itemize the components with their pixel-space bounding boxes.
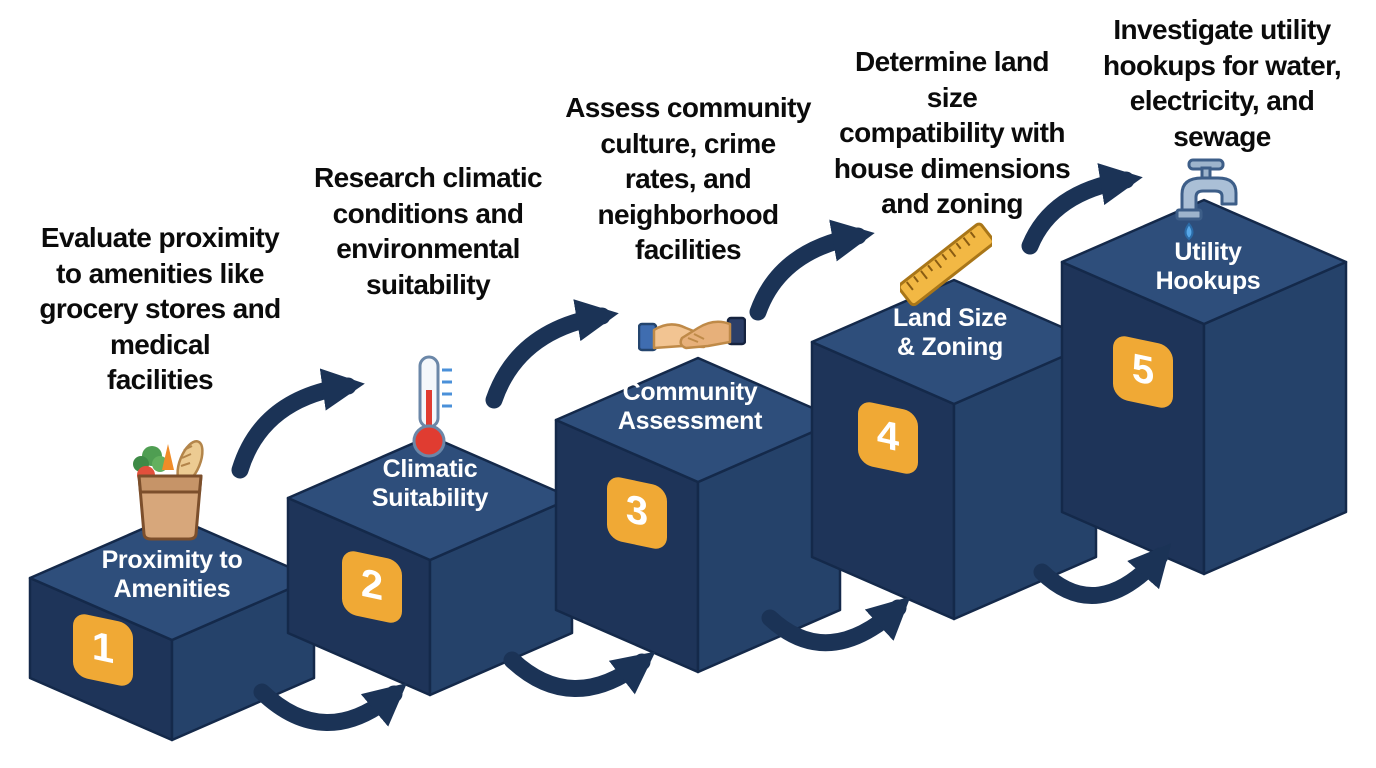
step-5-block-top-face [1060, 198, 1348, 326]
arrow-upper-3-4 [749, 219, 875, 321]
right-hand [679, 320, 732, 350]
step-3-number-badge: 3 [607, 474, 667, 552]
step-4-number-badge: 4 [858, 399, 918, 477]
step-5-description: Investigate utility hookups for water, e… [1102, 14, 1342, 152]
arrow-upper-2-3 [485, 299, 619, 409]
faucet-body [1180, 176, 1238, 214]
mercury-bulb [412, 424, 446, 458]
water-drop [1184, 222, 1194, 241]
ruler-ticks [905, 231, 976, 291]
step-5-number-badge: 5 [1113, 333, 1173, 411]
ruler-body [897, 222, 995, 307]
arrow-lower-3-4 [761, 596, 911, 652]
handshake-icon [637, 302, 747, 371]
faucet-spout [1175, 208, 1203, 221]
mercury-column [426, 390, 432, 426]
step-1-description: Evaluate proximity to amenities like gro… [39, 222, 281, 396]
ruler-icon [897, 220, 995, 313]
arrow-upper-4-5 [1021, 163, 1143, 255]
arrow-upper-1-2 [231, 368, 365, 479]
fingers [687, 333, 705, 343]
arrow-lower-1-2 [253, 683, 408, 731]
step-3-description: Assess community culture, crime rates, a… [565, 92, 811, 266]
step-1-block [28, 514, 316, 742]
step-2-description: Research climatic conditions and environ… [314, 162, 543, 300]
bag-fold [137, 474, 203, 494]
step-1-title: Proximity to Amenities [101, 546, 243, 603]
arrow-lower-2-3 [503, 651, 656, 697]
baguette-scores [180, 445, 193, 467]
faucet-icon [1162, 158, 1250, 247]
step-4-block [810, 278, 1098, 621]
arrow-lower-4-5 [1033, 543, 1172, 604]
step-4-title: Land Size & Zoning [893, 304, 1007, 361]
carrot [162, 444, 174, 470]
step-5-title: Utility Hookups [1155, 238, 1261, 295]
step-2-number-badge: 2 [342, 548, 402, 626]
step-3-title: Community Assessment [617, 378, 763, 435]
thermometer-icon [402, 352, 458, 465]
step-5-block [1060, 198, 1348, 576]
step-1-number-badge: 1 [73, 611, 133, 689]
step-3-block [554, 356, 842, 674]
step-4-description: Determine land size compatibility with h… [833, 46, 1071, 220]
step-2-title: Climatic Suitability [371, 455, 489, 512]
step-2-block [286, 434, 574, 697]
grocery-bag-icon [126, 430, 214, 547]
